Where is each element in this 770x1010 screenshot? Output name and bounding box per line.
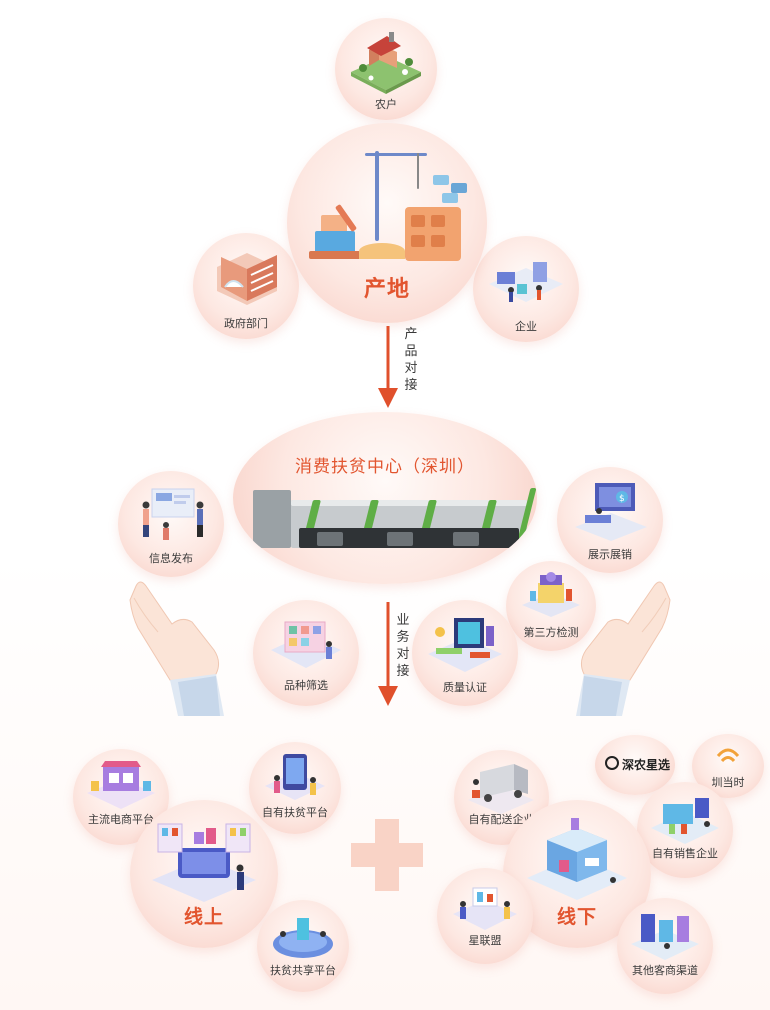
- farmer-node: 农户: [335, 18, 437, 120]
- online-label: 线上: [183, 906, 224, 928]
- other-channels-node: 其他客商渠道: [617, 898, 713, 994]
- origin-label: 产地: [363, 277, 410, 302]
- display-sales-node: $ 展示展销: [557, 467, 663, 573]
- third-party-node: 第三方检测: [506, 561, 596, 651]
- delivery-truck-illustration: [468, 764, 534, 814]
- mainstream-ecom-label: 主流电商平台: [88, 813, 154, 826]
- business-docking-char-2: 务: [396, 630, 410, 645]
- product-docking-char-1: 产: [404, 327, 418, 342]
- display-screen-illustration: $: [575, 483, 647, 541]
- offline-node: 线下: [503, 800, 651, 948]
- shennong-logo-icon: [605, 756, 619, 770]
- product-docking-char-2: 品: [404, 344, 418, 359]
- plus-symbol: [351, 819, 423, 891]
- center-title: 消费扶贫中心（深圳）: [295, 457, 475, 477]
- business-docking-char-3: 对: [396, 647, 410, 662]
- own-platform-node: 自有扶贫平台: [249, 742, 341, 834]
- product-docking-char-3: 对: [404, 361, 418, 376]
- shennong-brand-text: 深农星选: [622, 758, 671, 772]
- quality-cert-node: 质量认证: [412, 600, 518, 706]
- shared-platform-label: 扶贫共享平台: [270, 964, 336, 977]
- government-label: 政府部门: [224, 317, 268, 330]
- shared-platform-illustration: [273, 918, 333, 958]
- online-node: 线上: [130, 800, 278, 948]
- variety-select-label: 品种筛选: [284, 679, 328, 692]
- own-platform-label: 自有扶贫平台: [262, 806, 328, 819]
- own-delivery-label: 自有配送企业: [468, 813, 535, 826]
- inspection-illustration: [522, 572, 580, 617]
- shennong-brand-node: 深农星选: [595, 735, 675, 795]
- own-sales-node: 自有销售企业: [637, 782, 733, 878]
- offline-label: 线下: [556, 906, 597, 928]
- other-channels-illustration: [631, 914, 699, 960]
- svg-text:$: $: [619, 494, 625, 504]
- enterprise-label: 企业: [515, 320, 537, 333]
- business-docking-arrow: [378, 602, 398, 706]
- shared-platform-node: 扶贫共享平台: [257, 900, 349, 992]
- government-building-illustration: [217, 253, 277, 305]
- info-board-illustration: [142, 488, 204, 540]
- government-node: 政府部门: [193, 233, 299, 339]
- third-party-label: 第三方检测: [523, 626, 579, 639]
- star-alliance-illustration: [453, 887, 517, 930]
- info-release-node: 信息发布: [118, 471, 224, 577]
- farm-house-illustration: [351, 32, 421, 94]
- display-sales-label: 展示展销: [588, 548, 632, 561]
- right-hand-illustration: [576, 581, 671, 716]
- info-release-label: 信息发布: [149, 552, 193, 565]
- star-alliance-node: 星联盟: [437, 868, 533, 964]
- enterprise-node: 企业: [473, 236, 579, 342]
- zhendangshi-sun-icon: [716, 748, 740, 763]
- farmer-label: 农户: [375, 98, 397, 111]
- quality-cert-illustration: [428, 618, 502, 672]
- other-channels-label: 其他客商渠道: [632, 964, 698, 977]
- left-hand-illustration: [129, 581, 224, 716]
- business-docking-char-4: 接: [396, 664, 410, 679]
- star-alliance-label: 星联盟: [468, 934, 502, 947]
- enterprise-office-illustration: [489, 262, 563, 302]
- construction-illustration: [287, 123, 487, 323]
- online-shop-illustration: [152, 823, 256, 902]
- variety-shelf-illustration: [271, 621, 341, 668]
- variety-select-node: 品种筛选: [253, 600, 359, 706]
- own-sales-illustration: [651, 798, 719, 844]
- quality-cert-label: 质量认证: [443, 681, 487, 694]
- center-building-photo: [247, 488, 537, 552]
- own-sales-label: 自有销售企业: [652, 847, 718, 860]
- zhendangshi-label: 圳当时: [711, 776, 745, 789]
- offline-store-illustration: [527, 818, 627, 900]
- product-docking-arrow: [378, 326, 398, 408]
- origin-node: 产地: [287, 123, 487, 323]
- product-docking-char-4: 接: [404, 378, 418, 393]
- own-platform-illustration: [265, 754, 325, 800]
- business-docking-char-1: 业: [396, 613, 410, 628]
- center-node: 消费扶贫中心（深圳）: [233, 412, 537, 584]
- ecommerce-store-illustration: [87, 761, 155, 809]
